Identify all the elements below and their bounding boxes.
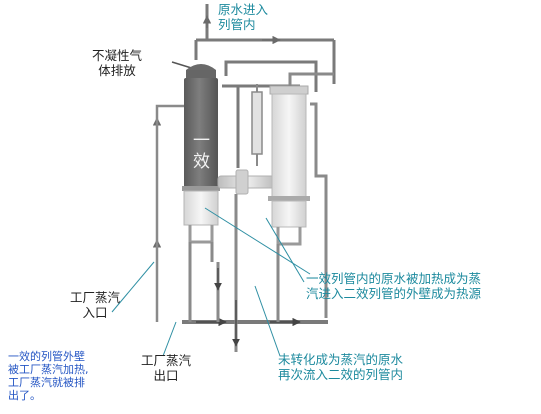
note-unconverted-water: 未转化成为蒸汽的原水 再次流入二效的列管内	[278, 352, 404, 382]
inter-effect-connector	[217, 169, 279, 195]
right-side-piping	[288, 72, 334, 318]
label-non-condensable-vent: 不凝性气 体排放	[92, 48, 143, 78]
second-effect-column	[268, 85, 310, 246]
note-first-effect-heating: 一效列管内的原水被加热成为蒸 汽进入二效列管的外壁成为热源	[306, 271, 482, 301]
first-effect-column	[182, 64, 220, 244]
pipe-arrows	[152, 15, 281, 300]
label-first-effect: 一 效	[193, 131, 210, 172]
sight-glass-column	[251, 84, 263, 166]
label-plant-steam-inlet: 工厂蒸汽 入口	[70, 290, 121, 320]
label-raw-water-in: 原水进入 列管内	[218, 2, 269, 32]
note-shell-heating: 一效的列管外壁 被工厂蒸汽加热, 工厂蒸汽就被排 出了。	[8, 350, 89, 402]
callout-lines	[111, 207, 311, 357]
label-plant-steam-outlet: 工厂蒸汽 出口	[141, 353, 192, 383]
plant-steam-inlet-pipe	[155, 104, 188, 322]
downcomer-arrows	[214, 268, 240, 347]
